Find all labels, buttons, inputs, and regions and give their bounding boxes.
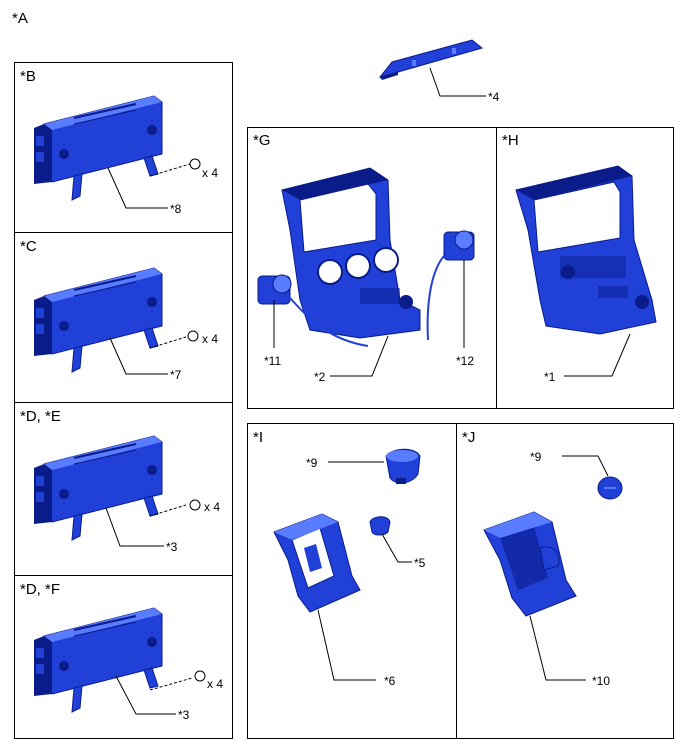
- center-bezel-h: [515, 165, 657, 335]
- qty-b: x 4: [202, 166, 219, 180]
- callout-5: *5: [414, 556, 426, 570]
- callout-12: *12: [456, 354, 475, 368]
- screw-icon: [194, 670, 206, 682]
- leader-line-3a: [105, 507, 164, 547]
- screw-dash-de: [149, 504, 187, 517]
- shift-knob-j: [597, 476, 623, 500]
- leader-line-5: [381, 533, 412, 563]
- screw-icon: [187, 330, 199, 342]
- panel-c-label: *C: [20, 238, 37, 255]
- callout-2: *2: [314, 370, 326, 384]
- panel-df-label: *D, *F: [20, 581, 61, 598]
- leader-line-8: [107, 167, 168, 209]
- shift-boot-j: [483, 511, 577, 617]
- leader-line-9j: [562, 455, 609, 477]
- panel-g-label: *G: [253, 132, 271, 149]
- button-part-5: [369, 516, 391, 536]
- qty-c: x 4: [202, 332, 219, 346]
- callout-8: *8: [170, 202, 182, 216]
- screw-dash-df: [149, 677, 193, 691]
- panel-de-label: *D, *E: [20, 408, 61, 425]
- callout-11: *11: [264, 354, 282, 368]
- callout-9i: *9: [306, 456, 318, 470]
- callout-3b: *3: [178, 708, 190, 722]
- center-bezel-g: [281, 167, 421, 339]
- panel-h-label: *H: [502, 132, 519, 149]
- callout-10: *10: [592, 674, 611, 688]
- callout-7: *7: [170, 368, 182, 382]
- screw-dash-c: [149, 336, 187, 349]
- shift-knob-i: [385, 448, 421, 484]
- leader-line-2: [330, 335, 389, 377]
- leader-line-3b: [115, 675, 176, 715]
- knob-part-12: [426, 230, 475, 341]
- panel-i-label: *I: [253, 429, 264, 446]
- callout-4: *4: [488, 90, 500, 104]
- callout-3a: *3: [166, 540, 178, 554]
- qty-de: x 4: [204, 500, 221, 514]
- callout-1: *1: [544, 370, 556, 384]
- screw-icon: [189, 499, 201, 511]
- leader-line-6: [317, 609, 376, 681]
- screw-dash-b: [149, 163, 191, 177]
- knob-part-11: [257, 274, 369, 347]
- qty-df: x 4: [207, 677, 224, 691]
- shift-bezel-i: [273, 513, 361, 613]
- callout-9j: *9: [530, 450, 542, 464]
- figure-label: *A: [12, 10, 28, 27]
- leader-line-1: [564, 333, 631, 377]
- leader-line-10: [529, 615, 586, 681]
- panel-b-label: *B: [20, 68, 36, 85]
- leader-line-7: [109, 337, 168, 375]
- screw-icon: [189, 158, 201, 170]
- panel-j-label: *J: [462, 429, 476, 446]
- callout-6: *6: [384, 674, 396, 688]
